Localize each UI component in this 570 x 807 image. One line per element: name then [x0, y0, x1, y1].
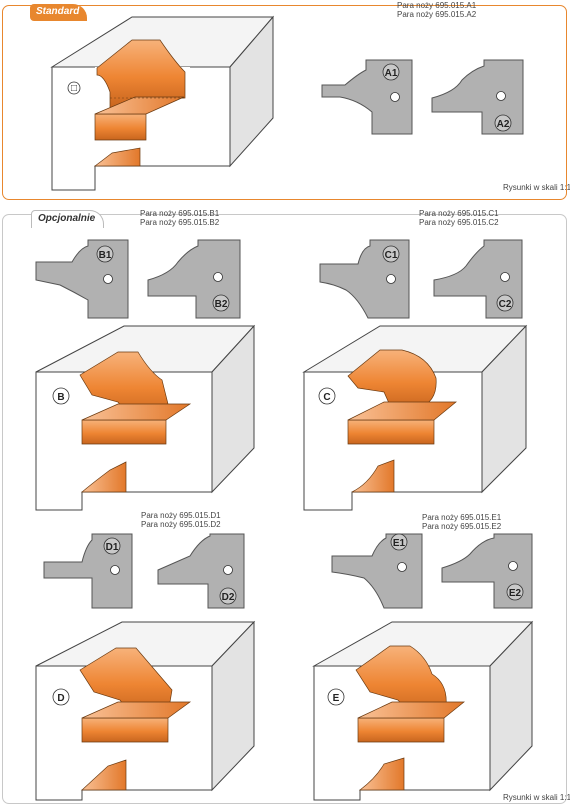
caption-b: Para noży 695.015.B1 Para noży 695.015.B… — [140, 209, 220, 227]
knife-e1-label: E1 — [393, 538, 406, 549]
knife-a2: A2 — [431, 59, 524, 135]
scale-note-optional: Rysunki w skali 1:1 — [503, 793, 570, 802]
caption-e: Para noży 695.015.E1 Para noży 695.015.E… — [422, 513, 502, 531]
profile-label-e: E — [333, 693, 340, 704]
knife-a1-label: A1 — [385, 68, 398, 79]
profile-label-b: B — [57, 392, 64, 403]
knife-e2: E2 — [441, 533, 533, 609]
knife-b2: B2 — [147, 239, 241, 319]
knife-b2-label: B2 — [215, 299, 228, 310]
profile-block-d: D — [35, 620, 256, 801]
profile-label-d: D — [57, 693, 64, 704]
knife-d1-label: D1 — [106, 542, 119, 553]
profile-block-b: B — [35, 324, 256, 511]
knife-d2: D2 — [157, 533, 245, 609]
knife-e2-label: E2 — [509, 588, 522, 599]
profile-block-e: E — [312, 620, 534, 801]
scale-note-standard: Rysunki w skali 1:1 — [503, 183, 570, 192]
knife-c1: C1 — [319, 239, 410, 319]
caption-d: Para noży 695.015.D1 Para noży 695.015.D… — [141, 511, 221, 529]
knife-a2-label: A2 — [497, 119, 510, 130]
caption-c: Para noży 695.015.C1 Para noży 695.015.C… — [419, 209, 499, 227]
profile-label-a: □ — [71, 83, 77, 94]
caption-a: Para noży 695.015.A1 Para noży 695.015.A… — [397, 1, 477, 19]
knife-c2: C2 — [433, 239, 523, 319]
profile-block-a: □ — [50, 15, 275, 191]
profile-block-c: C — [302, 324, 528, 511]
knife-b1-label: B1 — [99, 250, 112, 261]
knife-e1: E1 — [331, 533, 423, 609]
knife-b1: B1 — [35, 239, 129, 319]
optional-panel — [2, 214, 567, 804]
standard-tag: Standard — [30, 4, 88, 21]
profile-label-c: C — [323, 392, 330, 403]
knife-d2-label: D2 — [222, 592, 235, 603]
knife-c2-label: C2 — [499, 299, 512, 310]
knife-a1: A1 — [321, 59, 413, 135]
standard-panel — [2, 5, 567, 200]
knife-d1: D1 — [43, 533, 133, 609]
knife-c1-label: C1 — [385, 250, 398, 261]
